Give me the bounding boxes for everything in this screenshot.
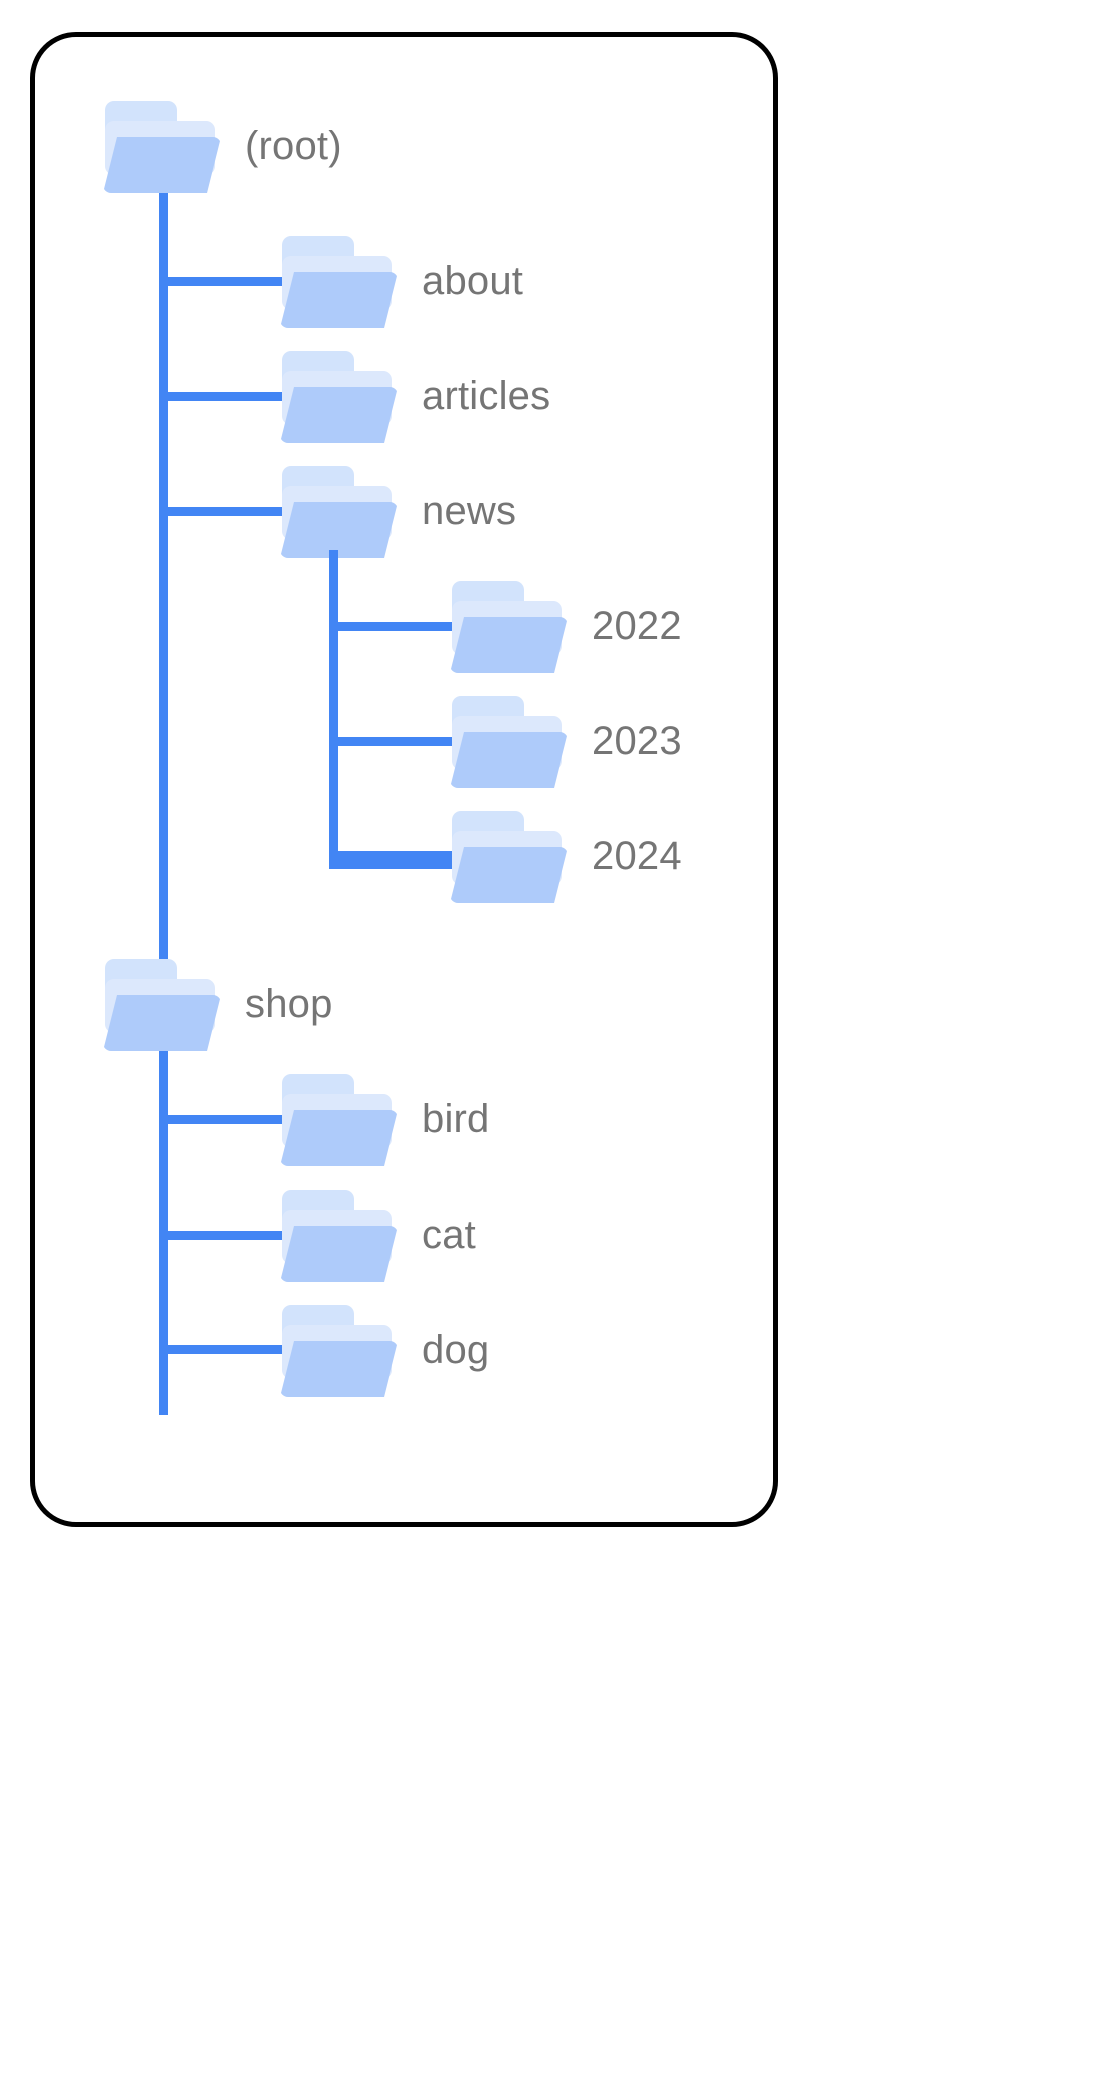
- node-label: news: [422, 489, 517, 533]
- node-label: bird: [422, 1097, 490, 1141]
- connector-bird: [159, 1115, 285, 1124]
- folder-icon: [280, 234, 398, 328]
- folder-icon: [280, 1303, 398, 1397]
- node-root[interactable]: (root): [103, 99, 342, 193]
- node-2022[interactable]: 2022: [450, 579, 682, 673]
- connector-2023: [329, 737, 455, 746]
- node-label: 2022: [592, 604, 682, 648]
- node-label: 2024: [592, 834, 682, 878]
- folder-icon: [450, 809, 568, 903]
- connector-news: [159, 507, 285, 516]
- folder-icon: [280, 1188, 398, 1282]
- node-label: dog: [422, 1328, 490, 1372]
- node-label: about: [422, 259, 524, 303]
- node-about[interactable]: about: [280, 234, 523, 328]
- folder-icon: [280, 464, 398, 558]
- folder-icon: [280, 349, 398, 443]
- folder-icon: [450, 579, 568, 673]
- node-dog[interactable]: dog: [280, 1303, 489, 1397]
- node-label: 2023: [592, 719, 682, 763]
- folder-icon: [103, 957, 221, 1051]
- node-2023[interactable]: 2023: [450, 694, 682, 788]
- connector-articles: [159, 392, 285, 401]
- node-bird[interactable]: bird: [280, 1072, 490, 1166]
- node-cat[interactable]: cat: [280, 1188, 476, 1282]
- node-label: shop: [245, 982, 333, 1026]
- node-label: cat: [422, 1213, 476, 1257]
- folder-icon: [103, 99, 221, 193]
- trunk-news: [329, 550, 454, 869]
- folder-tree: (root) about articles news: [35, 37, 773, 1522]
- node-shop[interactable]: shop: [103, 957, 333, 1051]
- node-label: articles: [422, 374, 551, 418]
- node-2024[interactable]: 2024: [450, 809, 682, 903]
- node-label: (root): [245, 124, 342, 168]
- node-news[interactable]: news: [280, 464, 516, 558]
- folder-icon: [450, 694, 568, 788]
- node-articles[interactable]: articles: [280, 349, 550, 443]
- connector-2024: [329, 851, 455, 860]
- trunk-root: [159, 177, 168, 1415]
- connector-dog: [159, 1345, 285, 1354]
- connector-about: [159, 277, 285, 286]
- connector-cat: [159, 1231, 285, 1240]
- folder-icon: [280, 1072, 398, 1166]
- diagram-card: (root) about articles news: [30, 32, 778, 1527]
- connector-2022: [329, 622, 455, 631]
